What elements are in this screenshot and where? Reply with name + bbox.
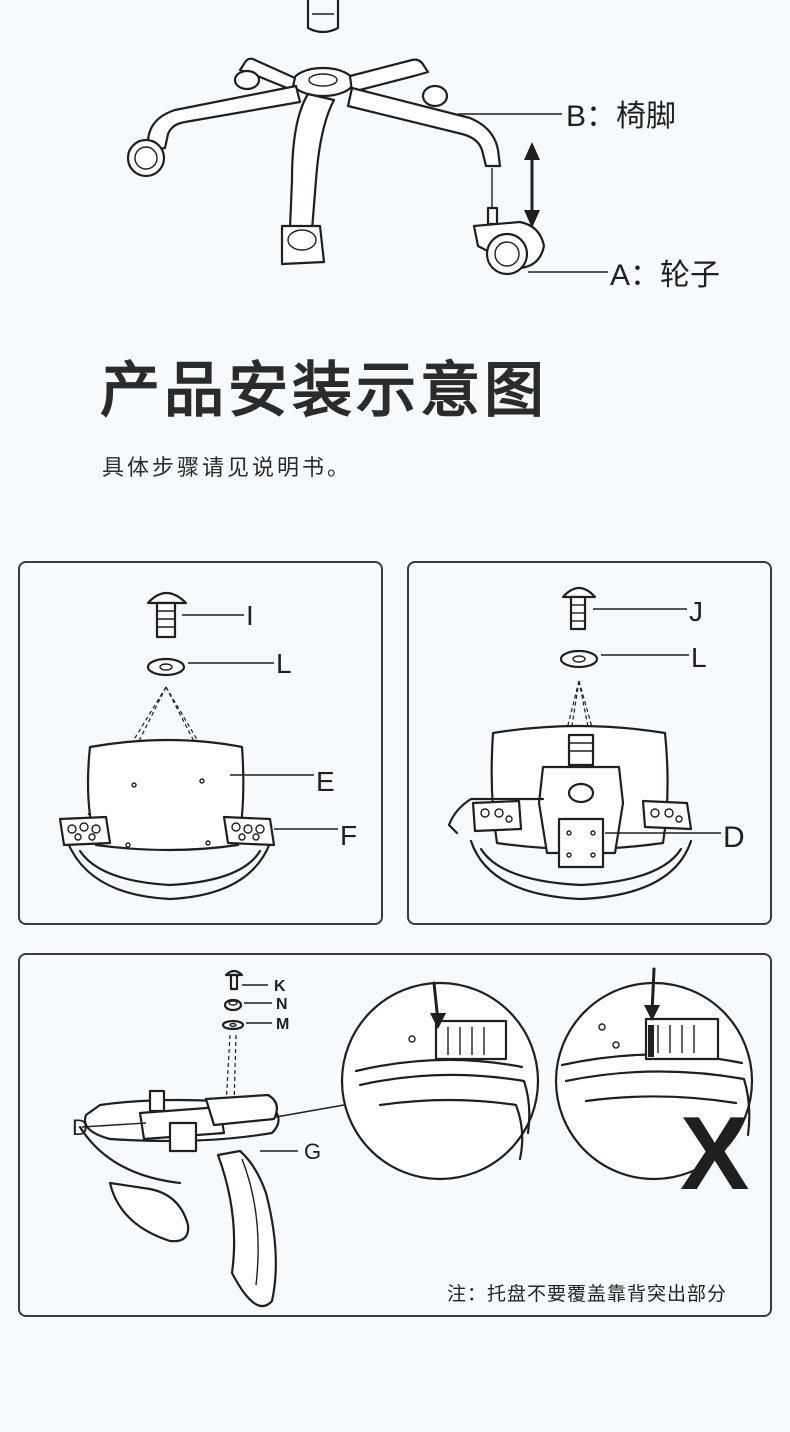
armrest-plate-right: [641, 799, 693, 831]
caster-wheel: [472, 206, 546, 276]
screw-k-icon: [224, 969, 244, 991]
insert-arrow: [524, 142, 540, 228]
label-f: F: [340, 820, 357, 851]
panel-armrest-install: I L: [18, 561, 383, 925]
nut-n-icon: [223, 998, 243, 1012]
assembled-seat-with-backrest: [78, 1089, 280, 1307]
backrest-install-diagram: K N M D G: [72, 967, 754, 1307]
washer-l-icon: [559, 649, 599, 669]
mechanism-install-diagram: J L: [447, 586, 745, 901]
label-a-caster: A：轮子: [610, 259, 720, 292]
armrest-plate-right: [222, 815, 276, 847]
zoom-correct-detail: [340, 981, 540, 1181]
panel-mechanism-install: J L: [407, 561, 772, 925]
screw-j-icon: [561, 586, 597, 631]
label-m: M: [276, 1016, 289, 1033]
label-n: N: [276, 996, 288, 1013]
panel-backrest-install: K N M D G: [18, 953, 772, 1317]
gas-lift-stub: [306, 0, 340, 34]
seat-e: [66, 738, 272, 901]
label-d: D: [723, 821, 745, 854]
armrest-install-diagram: I L: [58, 591, 357, 901]
label-l: L: [276, 648, 292, 679]
washer-l-icon: [146, 657, 186, 677]
page-subtitle: 具体步骤请见说明书。: [102, 456, 353, 481]
label-k: K: [274, 978, 286, 995]
chair-base-illustration: B：椅脚 A：轮子: [126, 0, 720, 292]
tilt-mechanism-d: [447, 733, 625, 869]
screw-i-icon: [146, 591, 188, 639]
installation-note: 注：托盘不要覆盖靠背突出部分: [447, 1283, 728, 1305]
label-b-chair-leg: B：椅脚: [566, 100, 676, 133]
label-i: I: [246, 600, 254, 631]
label-g: G: [304, 1139, 321, 1164]
label-l: L: [691, 642, 707, 673]
washer-m-icon: [221, 1019, 245, 1031]
page-title: 产品安装示意图: [100, 356, 548, 426]
label-j: J: [689, 596, 703, 627]
armrest-plate-left: [471, 799, 523, 833]
label-e: E: [316, 766, 335, 797]
zoom-wrong-detail: [554, 967, 754, 1181]
star-base: [126, 57, 502, 266]
wrong-mark: X: [680, 1096, 749, 1212]
armrest-plate-left: [58, 815, 112, 847]
label-d: D: [72, 1115, 88, 1140]
